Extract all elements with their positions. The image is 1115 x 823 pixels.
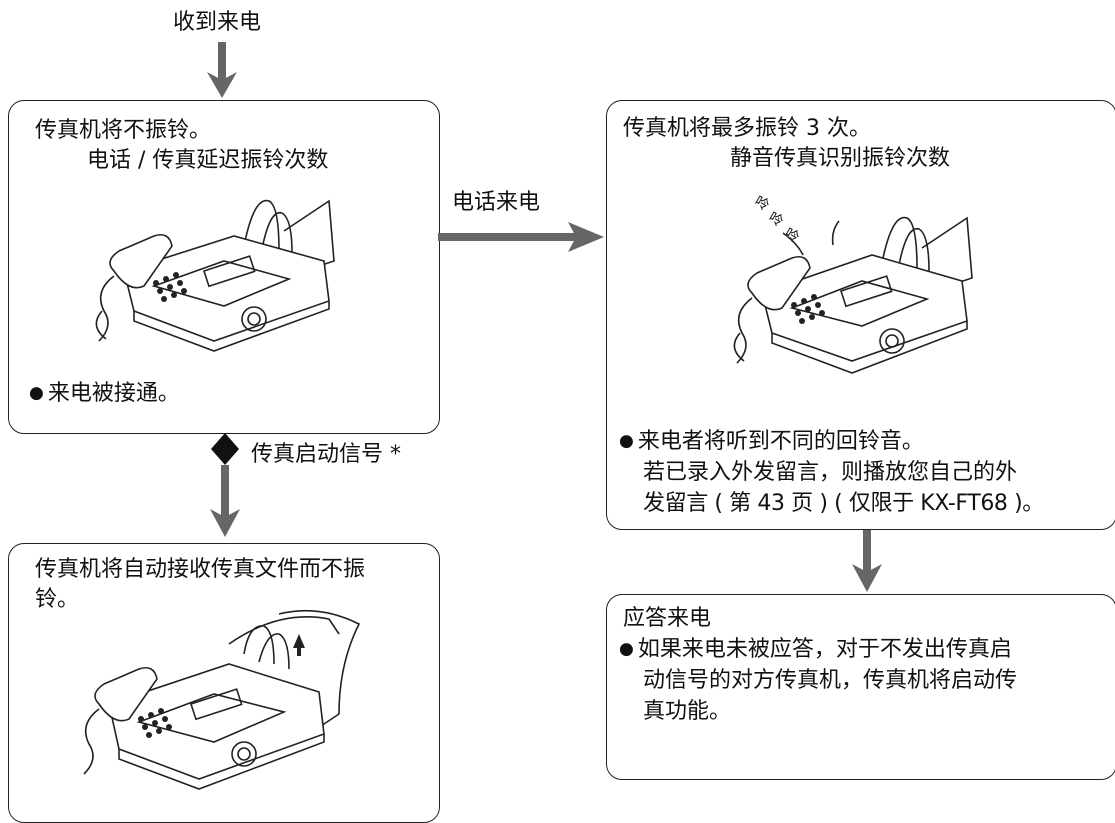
box-answer-call: 应答来电 如果来电未被应答，对于不发出传真启 动信号的对方传真机，传真机将启动传… — [606, 594, 1115, 780]
box-right-top-line2: 静音传真识别振铃次数 — [730, 146, 951, 171]
box-fax-auto-receive: 传真机将自动接收传真文件而不振 铃。 — [8, 543, 440, 823]
box-right-bottom-bullet-line2: 动信号的对方传真机，传真机将启动传 — [643, 668, 1018, 693]
box-right-bottom-bullet-line3: 真功能。 — [643, 699, 732, 724]
box-right-top-bullet-line2: 若已录入外发留言，则播放您自己的外 — [643, 460, 1018, 485]
box-left-top-line1: 传真机将不振铃。 — [35, 118, 212, 143]
box-left-top-bullet: 来电被接通。 — [29, 379, 180, 410]
box-fax-rings: 传真机将最多振铃 3 次。 静音传真识别振铃次数 呤 呤 呤 来电者将听到不同 — [606, 100, 1115, 530]
box-left-top-line2: 电话 / 传真延迟振铃次数 — [87, 148, 329, 173]
box-left-bottom-line2: 铃。 — [35, 587, 80, 612]
box-left-bottom-line1: 传真机将自动接收传真文件而不振 — [35, 557, 366, 582]
fax-ringing-illustration — [733, 216, 973, 374]
arrow-down-right — [852, 530, 882, 592]
incoming-call-label: 收到来电 — [173, 10, 262, 35]
box-right-top-line1: 传真机将最多振铃 3 次。 — [623, 116, 871, 141]
fax-receiving-illustration — [83, 609, 361, 790]
box-right-bottom-title: 应答来电 — [623, 606, 712, 631]
phone-call-label: 电话来电 — [452, 190, 541, 215]
arrow-down-top — [207, 42, 237, 98]
box-right-top-bullet: 来电者将听到不同的回铃音。 — [619, 427, 924, 458]
arrow-phone-call — [438, 222, 604, 252]
fax-machine-illustration — [95, 199, 335, 352]
arrow-fax-signal — [210, 433, 240, 537]
box-right-bottom-bullet: 如果来电未被应答，对于不发出传真启 — [619, 635, 1012, 666]
fax-signal-label: 传真启动信号 * — [251, 442, 401, 467]
box-right-top-bullet-line3: 发留言 ( 第 43 页 ) ( 仅限于 KX-FT68 )。 — [643, 491, 1044, 516]
box-fax-no-ring: 传真机将不振铃。 电话 / 传真延迟振铃次数 来电被接通。 — [8, 100, 440, 434]
